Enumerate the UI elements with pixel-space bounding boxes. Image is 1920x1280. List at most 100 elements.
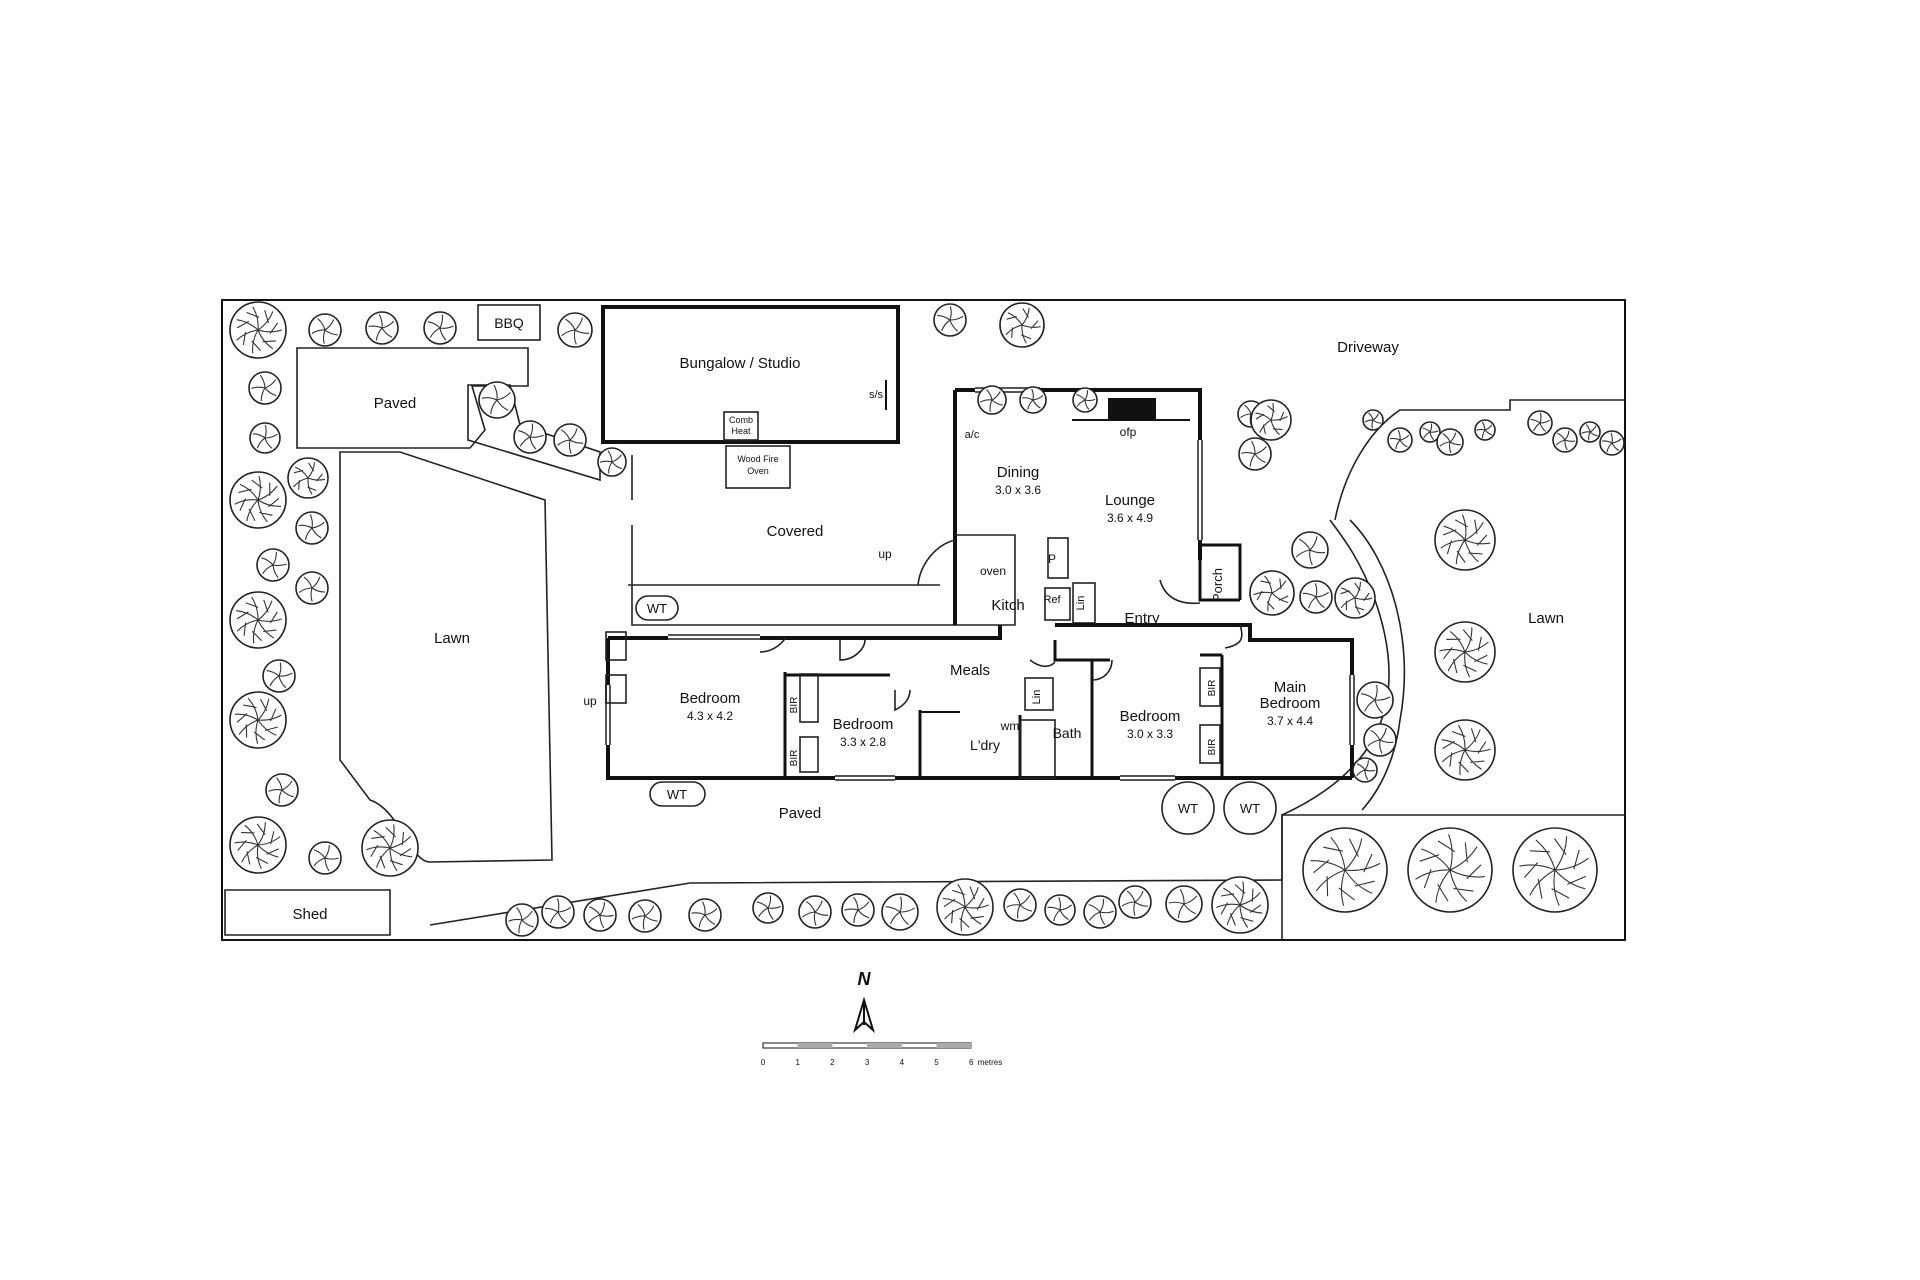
lawn-right-curve	[1349, 519, 1406, 811]
tree-icon	[1474, 419, 1496, 441]
water-tank-bottom-left	[649, 781, 706, 807]
label-bedroom-2-size: 3.3 x 2.8	[840, 735, 886, 749]
scale-tick-label: 3	[865, 1058, 870, 1067]
bbq-box	[477, 304, 541, 341]
label-main-bedroom-1: Main	[1274, 679, 1307, 696]
scale-segment	[867, 1043, 902, 1048]
garden-bed-top-right	[1334, 399, 1625, 521]
steps-left	[605, 631, 627, 704]
tree-icon	[365, 311, 399, 345]
label-bir-2: BIR	[789, 750, 800, 767]
tree-icon	[1527, 410, 1553, 436]
tree-icon	[229, 591, 287, 649]
tree-icon	[308, 841, 342, 875]
tree-icon	[361, 819, 419, 877]
tree-icon	[1299, 580, 1333, 614]
tree-icon	[1599, 430, 1625, 456]
wood-fire-oven-box	[725, 445, 791, 489]
bungalow-walls	[601, 305, 900, 444]
tree-icon	[262, 659, 296, 693]
scale-tick-label: 1	[795, 1058, 800, 1067]
lawn-left-outline	[339, 451, 553, 863]
label-wt-top: WT	[647, 601, 667, 616]
label-lounge: Lounge	[1105, 492, 1155, 509]
tree-icon	[265, 773, 299, 807]
label-pantry: P	[1048, 552, 1056, 566]
tree-icon	[1118, 885, 1152, 919]
door-swings	[759, 539, 1243, 712]
scale-tick-label: 4	[900, 1058, 905, 1067]
trees	[229, 301, 1625, 937]
tree-icon	[229, 816, 287, 874]
label-wt-round-2: WT	[1240, 801, 1260, 816]
tree-icon	[841, 893, 875, 927]
scale-tick-label: 0	[761, 1058, 766, 1067]
label-entry: Entry	[1124, 610, 1160, 627]
tree-icon	[1334, 577, 1376, 619]
tree-icon	[1434, 509, 1496, 571]
site-boundary	[221, 299, 1626, 941]
label-ofp: ofp	[1120, 425, 1137, 439]
label-wt-round-1: WT	[1178, 801, 1198, 816]
label-lawn-right: Lawn	[1528, 610, 1564, 627]
label-bedroom-3-size: 3.0 x 3.3	[1127, 727, 1173, 741]
tree-icon	[1552, 427, 1578, 453]
scale-tick-label: 6	[969, 1058, 974, 1067]
label-bedroom-1-size: 4.3 x 4.2	[687, 709, 733, 723]
shed-outline	[224, 889, 391, 936]
tree-icon	[1387, 427, 1413, 453]
tree-icon	[1512, 827, 1598, 913]
tree-icon	[1211, 876, 1269, 934]
label-dining-size: 3.0 x 3.6	[995, 483, 1041, 497]
fireplace	[1108, 398, 1156, 420]
water-tank-top	[635, 595, 679, 621]
tree-icon	[1291, 531, 1329, 569]
tree-icon	[229, 471, 287, 529]
tree-icon	[1407, 827, 1493, 913]
tree-icon	[1579, 421, 1601, 443]
label-bir-3: BIR	[1207, 680, 1218, 697]
water-tank-round-2	[1223, 781, 1277, 835]
north-arrow: N	[853, 969, 875, 1034]
scale-segment	[797, 1043, 833, 1048]
label-kitch: Kitch	[991, 597, 1024, 614]
label-up-covered: up	[878, 547, 892, 561]
label-covered: Covered	[767, 523, 824, 540]
tree-icon	[557, 312, 593, 348]
label-shed: Shed	[292, 906, 327, 923]
tree-icon	[597, 447, 627, 477]
tree-icon	[1003, 888, 1037, 922]
tree-icon	[1434, 719, 1496, 781]
tree-icon	[513, 420, 547, 454]
label-bedroom-1: Bedroom	[680, 690, 741, 707]
tree-icon	[977, 385, 1007, 415]
tree-icon	[1249, 570, 1295, 616]
tree-icon	[1019, 386, 1047, 414]
label-ss: s/s	[869, 389, 884, 401]
label-driveway: Driveway	[1337, 339, 1399, 356]
label-paved-bottom: Paved	[779, 805, 822, 822]
label-comb-heat-1: Comb	[729, 415, 753, 425]
scale-tick-label: 2	[830, 1058, 835, 1067]
scale-segment	[936, 1043, 972, 1048]
tree-icon	[249, 422, 281, 454]
tree-icon	[1072, 387, 1098, 413]
label-up-left: up	[583, 694, 597, 708]
tree-icon	[505, 903, 539, 937]
tree-icon	[553, 423, 587, 457]
label-comb-heat-2: Heat	[731, 426, 751, 436]
label-wood-fire-1: Wood Fire	[737, 454, 778, 464]
label-wt-bottom-left: WT	[667, 787, 687, 802]
tree-icon	[229, 301, 287, 359]
label-oven: oven	[980, 564, 1006, 578]
tree-icon	[1436, 428, 1464, 456]
tree-icon	[308, 313, 342, 347]
tree-icon	[1352, 757, 1378, 783]
tree-icon	[1356, 681, 1394, 719]
label-bir-4: BIR	[1207, 739, 1218, 756]
tree-icon	[933, 303, 967, 337]
label-dining: Dining	[997, 464, 1040, 481]
tree-icon	[583, 898, 617, 932]
tree-icon	[1362, 409, 1384, 431]
tree-icon	[1250, 399, 1292, 441]
